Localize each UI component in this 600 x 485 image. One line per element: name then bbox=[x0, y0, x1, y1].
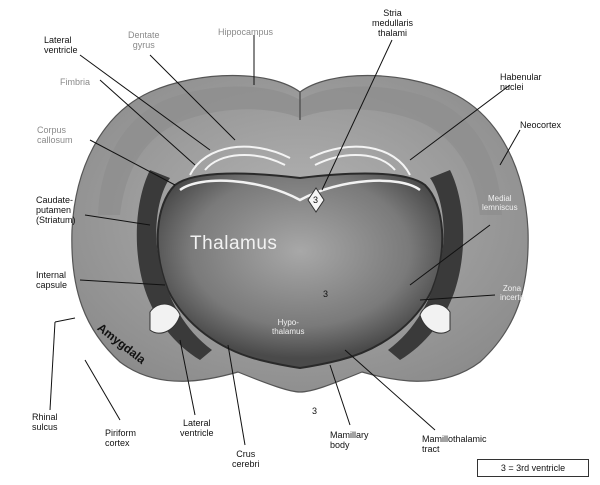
label-piriform-cortex: Piriform cortex bbox=[105, 428, 136, 448]
label-stria-medullaris: Stria medullaris thalami bbox=[372, 8, 413, 38]
label-lateral-ventricle-top: Lateral ventricle bbox=[44, 35, 78, 55]
label-thalamus: Thalamus bbox=[190, 234, 277, 254]
label-caudate-putamen: Caudate- putamen (Striatum) bbox=[36, 195, 76, 225]
label-hypothalamus: Hypo- thalamus bbox=[272, 318, 304, 336]
label-crus-cerebri: Crus cerebri bbox=[232, 449, 260, 469]
label-habenular-nuclei: Habenular nuclei bbox=[500, 72, 542, 92]
label-mamillary-body: Mamillary body bbox=[330, 430, 369, 450]
marker-3-top: 3 bbox=[313, 195, 318, 205]
label-dentate-gyrus: Dentate gyrus bbox=[128, 30, 160, 50]
label-neocortex: Neocortex bbox=[520, 120, 561, 130]
label-internal-capsule: Internal capsule bbox=[36, 270, 67, 290]
label-rhinal-sulcus: Rhinal sulcus bbox=[32, 412, 58, 432]
label-fimbria: Fimbria bbox=[60, 77, 90, 87]
label-hippocampus: Hippocampus bbox=[218, 27, 273, 37]
legend-box: 3 = 3rd ventricle bbox=[477, 459, 589, 477]
marker-3-bottom: 3 bbox=[312, 406, 317, 416]
label-mamillothalamic-tract: Mamillothalamic tract bbox=[422, 434, 487, 454]
label-corpus-callosum: Corpus callosum bbox=[37, 125, 73, 145]
label-zona-incerta: Zona incerta bbox=[500, 284, 524, 302]
label-medial-lemniscus: Medial lemniscus bbox=[482, 194, 518, 212]
marker-3-mid: 3 bbox=[323, 289, 328, 299]
label-lateral-ventricle-bottom: Lateral ventricle bbox=[180, 418, 214, 438]
